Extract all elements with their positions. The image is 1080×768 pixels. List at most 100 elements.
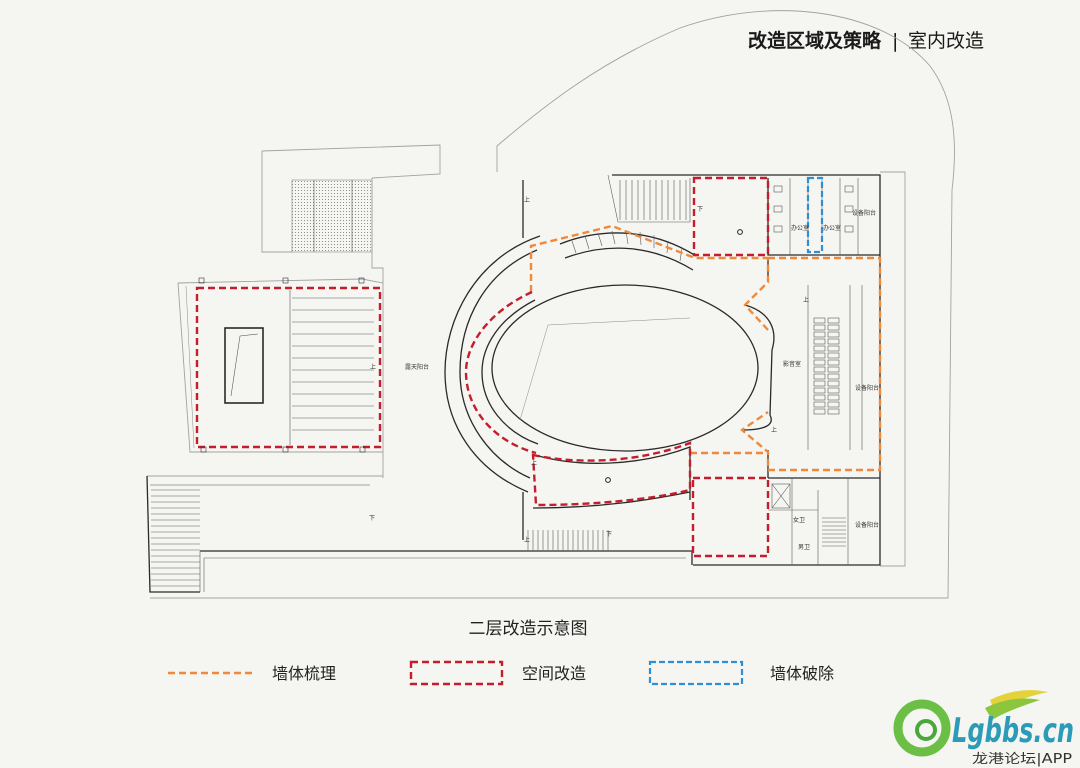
upper-stair xyxy=(559,174,697,271)
label-down: 下 xyxy=(369,515,375,522)
toilet-fixture xyxy=(773,205,783,213)
header-title-sub: 室内改造 xyxy=(908,30,984,52)
theater-seat xyxy=(813,345,826,352)
curved-outer-wall xyxy=(444,235,541,493)
toilet-fixture xyxy=(773,185,783,193)
site-top-left-edge xyxy=(261,151,292,253)
column-marker xyxy=(198,277,205,284)
pavilion-stair xyxy=(292,297,374,431)
legend-label-space-renovation: 空间改造 xyxy=(522,664,586,683)
theater-seat xyxy=(813,338,826,345)
theater-seat xyxy=(813,352,826,359)
curved-stair-inner xyxy=(564,247,694,271)
theater-seat xyxy=(827,345,840,352)
theater-seat xyxy=(813,366,826,373)
legend-label-wall-sorting: 墙体梳理 xyxy=(272,664,336,683)
elevator-cross xyxy=(771,483,791,509)
header-title-main: 改造区域及策略 xyxy=(748,29,882,52)
column-point xyxy=(737,229,743,235)
label-open-balcony: 露天阳台 xyxy=(405,363,429,371)
theater-seat xyxy=(813,408,826,415)
label-office: 办公室 xyxy=(823,224,841,232)
wall-sorting-theater xyxy=(740,256,882,472)
theater-seat xyxy=(813,394,826,401)
theater-seat xyxy=(827,359,840,366)
restroom-partitions xyxy=(789,178,859,255)
label-office: 办公室 xyxy=(791,224,809,232)
lower-left-terrace xyxy=(147,475,383,486)
legend-swatch-wall-demolition xyxy=(648,660,744,686)
label-up: 上 xyxy=(531,459,537,467)
watermark: Lgbbs.cn 龙港论坛|APP xyxy=(893,690,1074,767)
theater-seat xyxy=(827,380,840,387)
label-up: 上 xyxy=(370,363,376,371)
theater-seat xyxy=(813,359,826,366)
theater-seating xyxy=(813,317,840,415)
column-point xyxy=(605,477,611,483)
page-header: 改造区域及策略 | 室内改造 xyxy=(748,29,984,52)
column-marker xyxy=(359,446,366,453)
watermark-logo-leaf xyxy=(985,698,1040,720)
right-wing xyxy=(741,178,880,565)
curved-inner-wall xyxy=(459,249,538,479)
screen-wall xyxy=(741,304,775,431)
column-marker xyxy=(200,446,207,453)
service-stair xyxy=(822,517,846,547)
plan-labels: 露天阳台 影音室 设备阳台 设备阳台 设备阳台 办公室 办公室 女卫 男卫 上 … xyxy=(369,196,879,551)
lower-left-stair-outline xyxy=(146,475,200,593)
site-boundary xyxy=(146,10,955,599)
label-up: 上 xyxy=(771,426,777,434)
space-renovation-curved-corridor xyxy=(464,290,537,455)
column-marker xyxy=(358,277,365,284)
south-balcony-rail xyxy=(199,551,686,592)
pavilion-void xyxy=(224,327,264,404)
header-separator: | xyxy=(892,30,898,52)
label-female-wc: 女卫 xyxy=(793,516,805,524)
theater-seat xyxy=(813,387,826,394)
space-renovation-lobby xyxy=(531,441,692,507)
pavilion-top-edge xyxy=(177,278,384,284)
toilet-fixture xyxy=(773,225,783,233)
theater-seat xyxy=(827,387,840,394)
theater-seat xyxy=(813,401,826,408)
building-shell-right xyxy=(880,171,906,567)
label-up: 上 xyxy=(524,536,530,544)
watermark-logo-core xyxy=(915,719,937,741)
label-male-wc: 男卫 xyxy=(798,544,810,551)
theater-seat xyxy=(827,338,840,345)
site-divider-line xyxy=(371,178,384,478)
watermark-brand: Lgbbs.cn xyxy=(952,711,1074,751)
wall-demolition-zone xyxy=(806,176,824,254)
toilet-fixture xyxy=(844,205,854,213)
label-av-room: 影音室 xyxy=(783,360,801,368)
label-equipment-balcony: 设备阳台 xyxy=(852,209,876,217)
watermark-logo-swirl xyxy=(893,699,951,757)
theater-aisles xyxy=(807,285,863,450)
column-marker xyxy=(282,446,289,453)
toilet-fixture xyxy=(844,225,854,233)
upper-stair-steps xyxy=(619,180,687,220)
theater-seat xyxy=(827,394,840,401)
auditorium-ring-wall xyxy=(481,299,539,445)
theater-seat xyxy=(813,324,826,331)
pavilion xyxy=(195,277,382,453)
lower-lobby-edge xyxy=(532,491,691,509)
legend-swatch-space-renovation xyxy=(409,660,504,686)
column-marker xyxy=(282,277,289,284)
theater-seat xyxy=(827,401,840,408)
legend-label-wall-demolition: 墙体破除 xyxy=(770,664,834,683)
label-equipment-balcony: 设备阳台 xyxy=(855,384,879,392)
dotted-stair-divider xyxy=(313,180,353,252)
figure-caption: 二层改造示意图 xyxy=(469,619,588,639)
lower-left-stair xyxy=(151,489,200,587)
space-renovation-south-room xyxy=(691,476,770,558)
site-outline-curve xyxy=(496,10,955,599)
renovation-markings xyxy=(464,176,882,558)
label-down: 下 xyxy=(697,206,703,213)
toilet-fixture xyxy=(844,185,854,193)
theater-seat xyxy=(827,408,840,415)
label-up: 上 xyxy=(524,196,530,204)
pavilion-void-diagonal xyxy=(230,333,259,397)
